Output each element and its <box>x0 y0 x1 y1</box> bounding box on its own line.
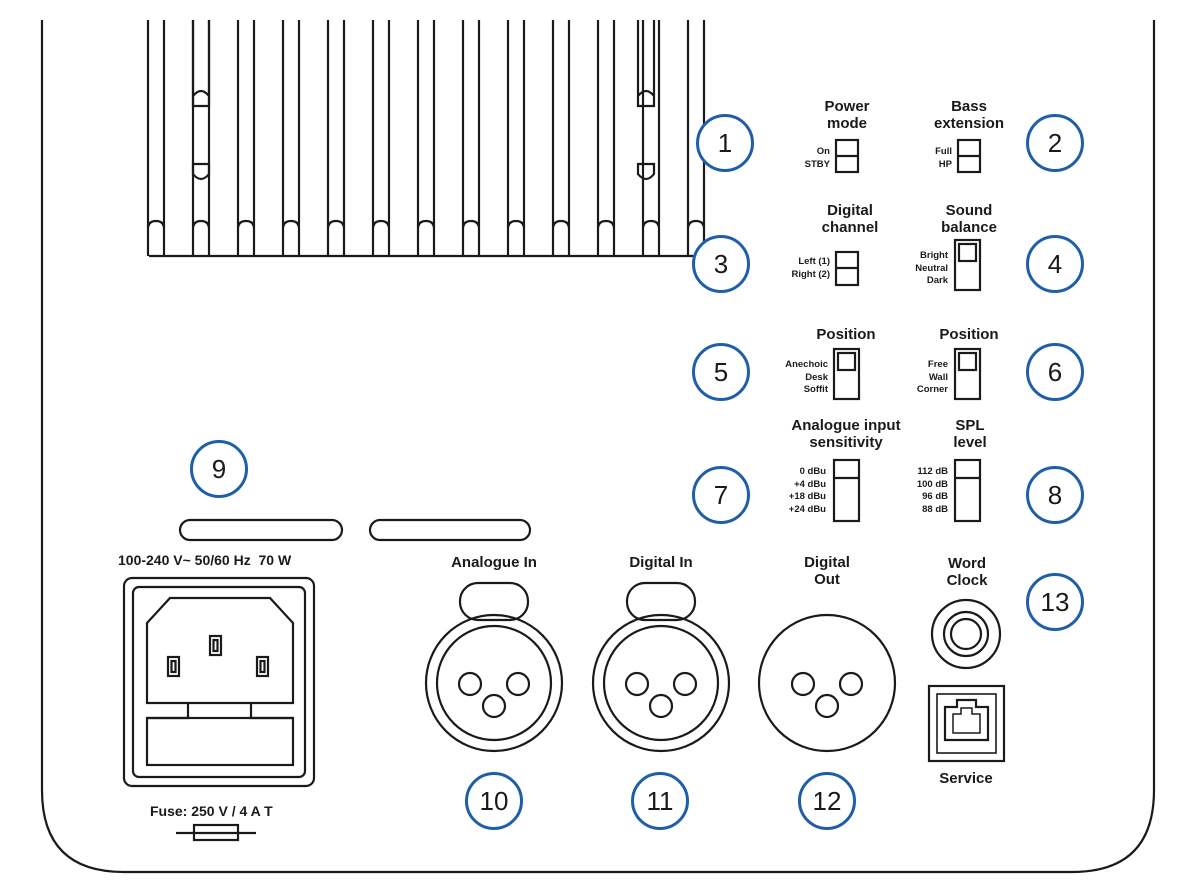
option-wall: Wall <box>928 371 948 383</box>
callout-4: 4 <box>1026 235 1084 293</box>
power-mode-options: On STBY <box>786 146 830 171</box>
xlr-digital-out <box>757 613 897 753</box>
usb-service-port <box>927 684 1006 763</box>
switch-digital-channel <box>834 250 860 287</box>
heatsink <box>146 20 706 258</box>
option-full: Full <box>935 146 952 157</box>
enclosure-outline <box>40 20 1156 874</box>
option-18-dbu: +18 dBu <box>788 491 826 502</box>
option-0-dbu: 0 dBu <box>799 466 826 477</box>
analogue-sensitivity-options: 0 dBu +4 dBu +18 dBu +24 dBu <box>768 466 826 516</box>
option-on: On <box>816 146 830 157</box>
option-right: Right (2) <box>791 268 830 280</box>
option-neutral: Neutral <box>915 262 948 274</box>
digital-channel-options: Left (1) Right (2) <box>766 256 830 281</box>
switch-spl-level <box>953 458 982 523</box>
callout-11: 11 <box>631 772 689 830</box>
option-anechoic: Anechoic <box>785 359 828 370</box>
spl-level-title: SPL level <box>953 417 987 451</box>
iec-power-inlet <box>122 576 316 788</box>
heatsink-fin <box>506 20 526 256</box>
analogue-in-label: Analogue In <box>451 554 537 571</box>
option-hp: HP <box>938 158 952 170</box>
option-bright: Bright <box>920 250 948 261</box>
callout-8: 8 <box>1026 466 1084 524</box>
option-88-db: 88 dB <box>922 503 948 515</box>
callout-7: 7 <box>692 466 750 524</box>
heatsink-fin <box>641 20 661 256</box>
switch-power-mode <box>834 138 860 174</box>
option-stby: STBY <box>804 158 830 170</box>
option-desk: Desk <box>805 371 828 383</box>
xlr-analogue-in <box>424 581 564 753</box>
bass-extension-options: Full HP <box>908 146 952 171</box>
bass-extension-title: Bass extension <box>933 98 1005 132</box>
power-mode-title: Power mode <box>824 98 870 132</box>
switch-sound-balance <box>953 238 982 292</box>
callout-3: 3 <box>692 235 750 293</box>
callout-13: 13 <box>1026 573 1084 631</box>
heatsink-fin <box>326 20 346 256</box>
heatsink-slot <box>636 20 656 108</box>
option-96-db: 96 dB <box>922 491 948 502</box>
option-112-db: 112 dB <box>917 466 948 477</box>
switch-position-6 <box>953 347 982 401</box>
heatsink-fin <box>191 20 211 256</box>
switch-position-5 <box>832 347 861 401</box>
switch-bass-extension <box>956 138 982 174</box>
spl-level-options: 112 dB 100 dB 96 dB 88 dB <box>896 466 948 516</box>
fuse-symbol <box>176 823 256 842</box>
position-5-title: Position <box>816 326 876 343</box>
callout-9: 9 <box>190 440 248 498</box>
digital-channel-title: Digital channel <box>821 202 879 236</box>
digital-out-label: Digital Out <box>804 554 850 588</box>
analogue-sensitivity-title: Analogue input sensitivity <box>791 417 901 451</box>
heatsink-fin <box>236 20 256 256</box>
option-soffit: Soffit <box>803 384 828 395</box>
word-clock-label: Word Clock <box>946 555 988 589</box>
heatsink-fin <box>596 20 616 256</box>
position-6-options: Free Wall Corner <box>896 359 948 397</box>
option-corner: Corner <box>916 384 948 395</box>
option-100-db: 100 dB <box>916 478 948 490</box>
callout-10: 10 <box>465 772 523 830</box>
sound-balance-title: Sound balance <box>941 202 997 236</box>
heatsink-slot <box>636 162 656 181</box>
callout-12: 12 <box>798 772 856 830</box>
position-5-options: Anechoic Desk Soffit <box>764 359 828 397</box>
position-6-title: Position <box>939 326 999 343</box>
callout-5: 5 <box>692 343 750 401</box>
option-free: Free <box>927 359 948 370</box>
option-4-dbu: +4 dBu <box>794 478 826 490</box>
vent-slot-right <box>368 518 532 542</box>
fuse-label: Fuse: 250 V / 4 A T <box>150 803 273 819</box>
callout-1: 1 <box>696 114 754 172</box>
digital-in-label: Digital In <box>629 554 693 571</box>
heatsink-fin <box>416 20 436 256</box>
heatsink-fin <box>461 20 481 256</box>
callout-6: 6 <box>1026 343 1084 401</box>
heatsink-fin <box>146 20 166 256</box>
heatsink-fin <box>281 20 301 256</box>
heatsink-fin <box>371 20 391 256</box>
heatsink-fin <box>551 20 571 256</box>
option-24-dbu: +24 dBu <box>788 503 826 515</box>
word-clock-bnc <box>930 598 1002 670</box>
option-dark: Dark <box>926 275 948 286</box>
callout-2: 2 <box>1026 114 1084 172</box>
service-label: Service <box>939 770 993 787</box>
power-rating-label: 100-240 V~ 50/60 Hz 70 W <box>118 552 292 568</box>
vent-slot-left <box>178 518 344 542</box>
switch-analogue-sensitivity <box>832 458 861 523</box>
option-left: Left (1) <box>798 256 830 267</box>
heatsink-slot <box>191 20 211 108</box>
sound-balance-options: Bright Neutral Dark <box>896 250 948 288</box>
xlr-digital-in <box>591 581 731 753</box>
heatsink-slot <box>191 162 211 181</box>
